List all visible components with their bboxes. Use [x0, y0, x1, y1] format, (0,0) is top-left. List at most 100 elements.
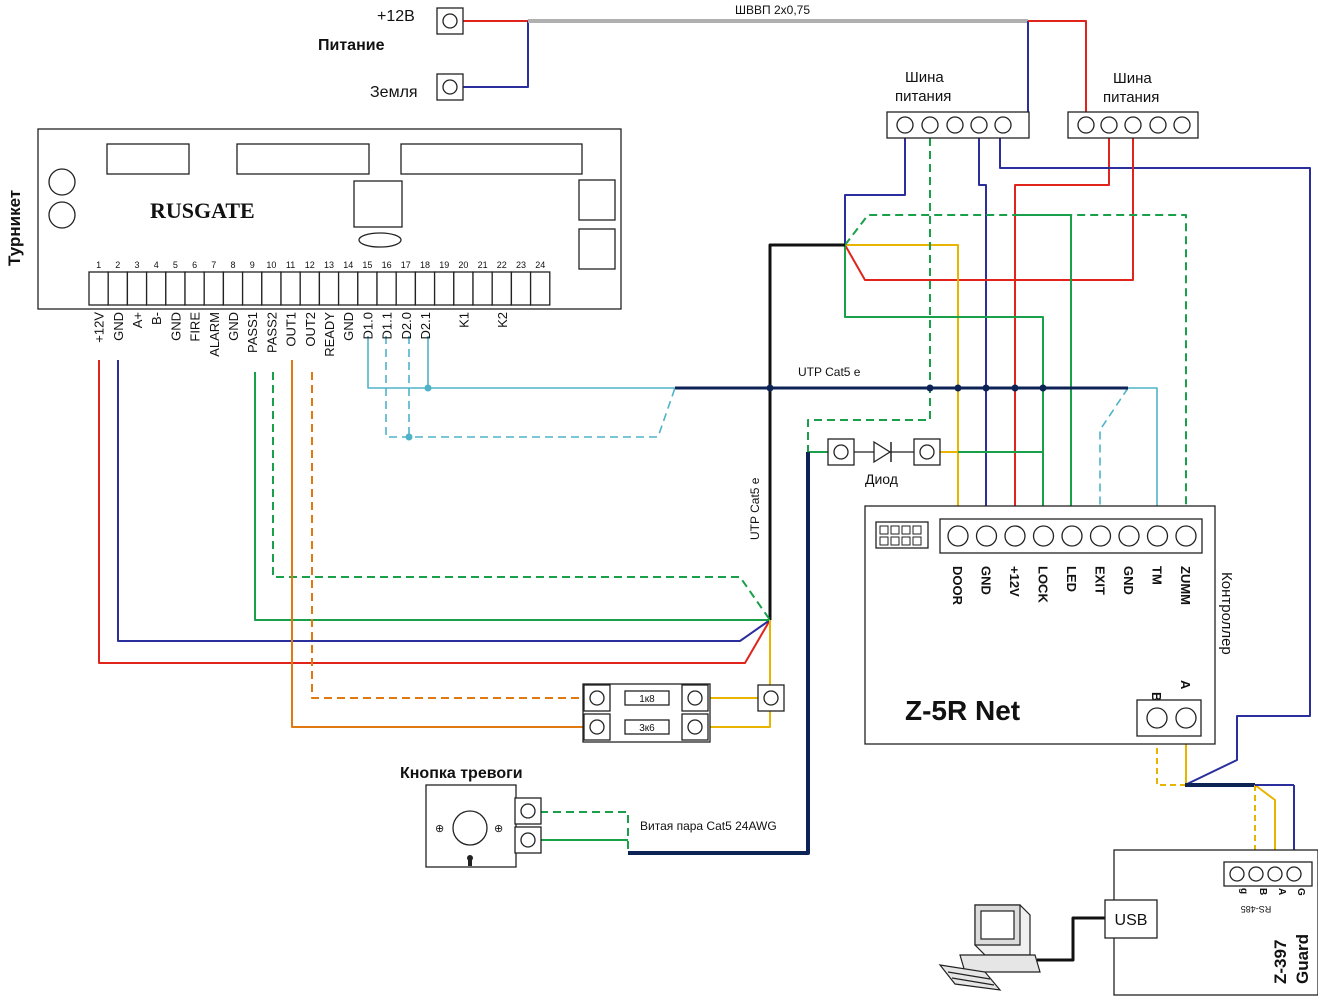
wire-d11-dashed [385, 336, 676, 438]
wire-zumm-dashed [844, 214, 1187, 535]
controller-terminal-label: LOCK [1036, 566, 1051, 603]
turnstile-terminal [472, 271, 493, 306]
turnstile-pin-number: 22 [497, 260, 507, 270]
turnstile-pin-label: D1.1 [380, 312, 395, 339]
turnstile-terminal [222, 271, 244, 306]
turnstile-pin-number: 4 [154, 260, 159, 270]
wire-d10 [367, 336, 675, 389]
controller-terminal-label: ZUMM [1178, 566, 1193, 605]
power-bus-left: Шина питания [886, 69, 1030, 139]
wire-pass2-dashed [272, 372, 771, 621]
cable-twisted [628, 452, 810, 855]
controller-terminal [1118, 525, 1140, 547]
turnstile-terminal [357, 271, 378, 306]
turnstile-pin-number: 6 [192, 260, 197, 270]
usb-label: USB [1115, 912, 1148, 929]
controller-terminal-label: +12V [1007, 566, 1022, 597]
turnstile-pin-number: 20 [458, 260, 468, 270]
turnstile-pin-label: READY [322, 312, 337, 357]
turnstile-terminal [241, 271, 263, 306]
wire-out1 [291, 360, 596, 728]
controller-terminal [1146, 525, 1169, 547]
turnstile-terminal [453, 271, 474, 306]
turnstile-pin-label: GND [111, 312, 126, 341]
controller-terminal [1004, 525, 1026, 547]
converter-name-2: Guard [1293, 934, 1312, 984]
alarm-button-title: Кнопка тревоги [400, 765, 523, 782]
turnstile-terminal [376, 271, 397, 306]
turnstile-terminal [299, 271, 321, 306]
turnstile-pin-number: 5 [173, 260, 178, 270]
junction-dots [405, 384, 1047, 441]
turnstile-pin-number: 19 [439, 260, 449, 270]
wire-bus-gnd-to-gnd [978, 125, 987, 535]
cable-usb [1037, 916, 1105, 962]
twisted-pair-label: Витая пара Cat5 24AWG [640, 819, 777, 833]
rs485-label: RS-485 [1241, 904, 1272, 914]
diode-label: Диод [865, 471, 898, 487]
turnstile-pin-number: 13 [324, 260, 334, 270]
controller-terminal-label: EXIT [1093, 566, 1108, 595]
turnstile-terminal [395, 271, 417, 306]
controller-terminal-label: GND [1121, 566, 1136, 595]
wire-supply-gnd [462, 21, 529, 88]
controller-terminal-label: DOOR [950, 566, 965, 606]
turnstile-terminal [280, 271, 301, 306]
svg-text:⊕: ⊕ [494, 823, 503, 835]
turnstile-pin-number: 23 [516, 260, 526, 270]
turnstile-pin-label: K1 [456, 312, 471, 328]
controller-terminal [1061, 525, 1083, 547]
wires [98, 19, 1311, 962]
turnstile-pin-number: 17 [401, 260, 411, 270]
turnstile-terminal [414, 271, 436, 306]
turnstile-pin-label: B- [149, 312, 164, 325]
wire-bus-right-plus [1028, 20, 1087, 125]
turnstile-pin-label: OUT1 [284, 312, 299, 347]
power-title: Питание [318, 37, 385, 54]
turnstile-pin-label: GND [341, 312, 356, 341]
computer-icon [938, 904, 1041, 991]
svg-text:питания: питания [895, 88, 951, 105]
power-bus-right: Шина питания [1067, 70, 1199, 139]
diode: Диод [827, 438, 941, 487]
cable-shvvp-label: ШВВП 2x0,75 [735, 3, 810, 17]
controller-terminal-label: GND [979, 566, 994, 595]
turnstile-pin-number: 9 [250, 260, 255, 270]
wire-bus-to-converter [999, 125, 1311, 786]
turnstile-board: Турникет RUSGATE 1+12V2GND3A+4B-5GND6FIR… [5, 128, 622, 357]
utp-v-label: UTP Cat5 e [748, 477, 762, 540]
power-plus-label: +12В [377, 8, 415, 25]
wire-door-yellow [845, 244, 959, 535]
turnstile-terminal [318, 271, 340, 306]
converter-pin-label: g [1238, 888, 1249, 894]
turnstile-pin-number: 1 [96, 260, 101, 270]
alarm-button: Кнопка тревоги ⊕⊕ [400, 765, 542, 868]
rs-b-label: B [1149, 692, 1164, 701]
cable-utp-vertical [768, 243, 845, 620]
wire-button-1 [540, 811, 629, 853]
wire-lock-red [844, 125, 1134, 281]
wire-tm-cyan [1128, 387, 1158, 535]
wire-out2-dashed [311, 372, 596, 699]
turnstile-terminal [88, 271, 109, 306]
wire-exit-cyan-dashed [1099, 387, 1129, 535]
turnstile-pin-number: 18 [420, 260, 430, 270]
controller-name: Z-5R Net [905, 695, 1020, 726]
power-ground-label: Земля [370, 84, 418, 101]
turnstile-terminal-block: 1+12V2GND3A+4B-5GND6FIRE7ALARM8GND9PASS1… [88, 260, 551, 357]
turnstile-pin-label: +12V [92, 312, 107, 343]
turnstile-pin-label: D1.0 [360, 312, 375, 339]
rs-a-label: A [1178, 680, 1193, 690]
turnstile-pin-number: 8 [230, 260, 235, 270]
turnstile-pin-label: A+ [130, 312, 145, 328]
turnstile-pin-label: GND [226, 312, 241, 341]
resistor-block: 1к8 3к6 [582, 683, 785, 743]
turnstile-pin-number: 11 [286, 260, 295, 270]
turnstile-pin-label: D2.1 [418, 312, 433, 339]
resistor-1-label: 1к8 [639, 694, 655, 705]
turnstile-terminal [184, 271, 205, 306]
turnstile-pin-number: 12 [305, 260, 315, 270]
